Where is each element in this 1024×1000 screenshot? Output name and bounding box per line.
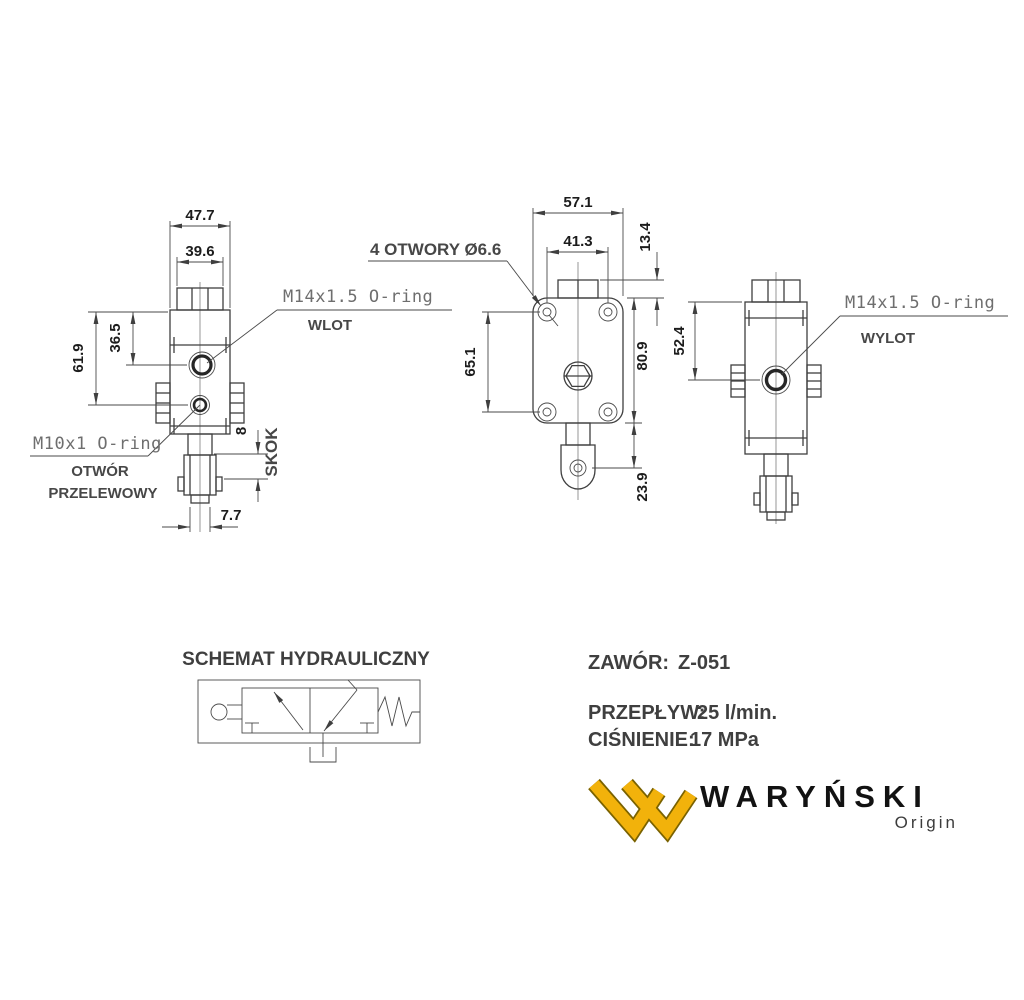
front-holes-leader: 4 OTWORY Ø6.6 bbox=[368, 240, 542, 307]
schematic-plunger-actuator bbox=[210, 703, 242, 721]
front-dim-holes-x: 41.3 bbox=[546, 233, 609, 303]
label-przelewowy: PRZELEWOWY bbox=[48, 485, 157, 502]
brand-logo-mark bbox=[588, 778, 698, 843]
front-dim-cap: 13.4 bbox=[600, 222, 664, 326]
front-valve-hex-plug bbox=[557, 279, 599, 299]
dim-7-7: 7.7 bbox=[221, 507, 242, 524]
right-valve-view: 52.4 M14x1.5 O-ring WYLOT bbox=[671, 272, 1008, 524]
schematic-left-position bbox=[245, 691, 304, 733]
label-inlet-thread: M14x1.5 O-ring bbox=[283, 287, 433, 307]
schematic-tank bbox=[309, 733, 337, 763]
spec-valve-value: Z-051 bbox=[678, 652, 730, 674]
left-valve-plunger bbox=[177, 433, 223, 504]
right-outlet-leader: M14x1.5 O-ring WYLOT bbox=[780, 293, 1008, 376]
dim-13-4: 13.4 bbox=[637, 222, 654, 252]
brand-name: WARYŃSKI bbox=[700, 779, 930, 814]
spec-flow-value: 25 l/min. bbox=[697, 702, 777, 724]
label-outlet-thread: M14x1.5 O-ring bbox=[845, 293, 995, 313]
dim-36-5: 36.5 bbox=[107, 323, 124, 352]
dim-80-9: 80.9 bbox=[634, 341, 651, 370]
left-dim-width-outer: 47.7 bbox=[169, 207, 231, 308]
label-skok: SKOK bbox=[262, 427, 281, 477]
label-wylot: WYLOT bbox=[861, 330, 915, 347]
front-dim-holes-y: 65.1 bbox=[462, 311, 540, 413]
spec-valve-label: ZAWÓR: bbox=[588, 650, 669, 674]
left-valve-view: 47.7 39.6 61.9 36.5 8 SKOK bbox=[30, 207, 452, 532]
dim-52-4: 52.4 bbox=[671, 326, 688, 356]
dim-61-9: 61.9 bbox=[70, 343, 87, 372]
spec-block: ZAWÓR: Z-051 PRZEPŁYW:25 l/min. CIŚNIENIE… bbox=[588, 650, 777, 751]
front-valve-clevis bbox=[560, 422, 596, 490]
hydraulic-schematic: SCHEMAT HYDRAULICZNY bbox=[182, 649, 430, 763]
left-inlet-leader: M14x1.5 O-ring WLOT bbox=[206, 287, 452, 364]
label-overflow-thread: M10x1 O-ring bbox=[33, 434, 162, 454]
left-dim-width-cap: 39.6 bbox=[176, 243, 224, 286]
spec-pressure-line: CIŚNIENIE:17 MPa bbox=[588, 727, 760, 751]
left-dim-stroke: 8 SKOK bbox=[214, 427, 281, 502]
left-overflow-leader: M10x1 O-ring OTWÓR PRZELEWOWY bbox=[30, 404, 201, 502]
schematic-spring bbox=[377, 695, 420, 728]
spec-flow-line: PRZEPŁYW:25 l/min. bbox=[588, 702, 777, 724]
front-valve-view: 57.1 41.3 13.4 65.1 80.9 bbox=[368, 194, 664, 502]
left-dim-tip: 7.7 bbox=[162, 507, 241, 532]
spec-flow-label: PRZEPŁYW: bbox=[588, 702, 705, 724]
dim-39-6: 39.6 bbox=[185, 243, 214, 260]
right-dim-outlet: 52.4 bbox=[671, 301, 760, 381]
left-dim-heights: 61.9 36.5 bbox=[70, 311, 188, 406]
spec-valve-line: ZAWÓR: Z-051 bbox=[588, 650, 730, 674]
label-otwor: OTWÓR bbox=[71, 462, 129, 480]
label-wlot: WLOT bbox=[308, 317, 352, 334]
dim-57-1: 57.1 bbox=[563, 194, 592, 211]
front-valve-hex-socket bbox=[563, 361, 593, 391]
brand-tagline: Origin bbox=[895, 813, 958, 832]
schematic-title: SCHEMAT HYDRAULICZNY bbox=[182, 649, 430, 670]
dim-47-7: 47.7 bbox=[185, 207, 214, 224]
front-dim-height: 80.9 bbox=[625, 298, 651, 424]
right-valve-outlet-port bbox=[761, 365, 791, 395]
dim-8: 8 bbox=[233, 427, 250, 435]
left-valve-overflow-port bbox=[190, 395, 210, 415]
dim-41-3: 41.3 bbox=[563, 233, 592, 250]
front-dim-width: 57.1 bbox=[532, 194, 624, 296]
dim-23-9: 23.9 bbox=[634, 472, 651, 501]
brand-logo: WARYŃSKI Origin bbox=[588, 778, 958, 843]
schematic-right-position bbox=[323, 679, 374, 733]
spec-pressure-value: 17 MPa bbox=[690, 729, 760, 751]
right-valve-plunger bbox=[753, 453, 799, 521]
front-dim-clevis: 23.9 bbox=[592, 423, 651, 502]
schematic-frame bbox=[197, 679, 421, 744]
right-valve-body bbox=[730, 301, 822, 455]
spec-pressure-label: CIŚNIENIE: bbox=[588, 727, 695, 751]
label-4-otwory: 4 OTWORY Ø6.6 bbox=[370, 240, 501, 259]
left-valve-inlet-port bbox=[188, 351, 216, 379]
dim-65-1: 65.1 bbox=[462, 347, 479, 376]
